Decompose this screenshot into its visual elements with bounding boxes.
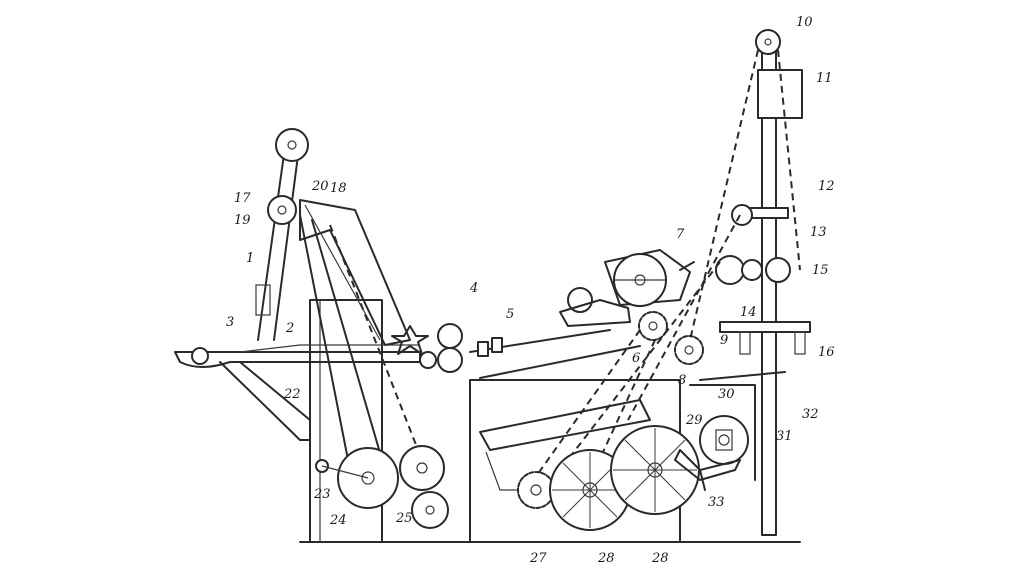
label-17: 17 [234, 191, 251, 206]
label-13: 13 [810, 225, 827, 240]
feed-table [174, 351, 421, 368]
label-14: 14 [740, 305, 757, 320]
label-33: 33 [708, 495, 725, 510]
label-5: 5 [506, 307, 514, 322]
bar-16 [719, 321, 811, 333]
label-8: 8 [678, 373, 686, 388]
wheel-30 [699, 415, 749, 465]
label-2: 2 [285, 321, 294, 336]
label-10: 10 [796, 15, 813, 30]
label-3: 3 [226, 315, 234, 330]
label-28b: 28 [651, 551, 669, 566]
label-16: 16 [818, 345, 835, 360]
label-4: 4 [469, 281, 478, 296]
gear-27 [517, 471, 555, 509]
label-23: 23 [313, 487, 331, 502]
pulley-17-19 [267, 195, 297, 225]
collar-12 [747, 207, 789, 219]
gear-8 [674, 335, 704, 365]
diagram-labels: 1 2 3 4 5 6 7 8 9 10 11 12 13 14 15 16 1… [226, 15, 835, 566]
label-28a: 28 [597, 551, 615, 566]
label-19: 19 [234, 213, 251, 228]
top-left-pulley [275, 128, 309, 162]
label-7: 7 [676, 227, 685, 242]
pulley-10 [755, 29, 781, 55]
label-9: 9 [720, 333, 728, 348]
pulley-13 [731, 204, 753, 226]
label-22: 22 [283, 387, 301, 402]
pulley-15 [765, 257, 791, 283]
label-6: 6 [632, 351, 640, 366]
pulley-14 [715, 255, 745, 285]
label-11: 11 [816, 71, 833, 86]
label-24: 24 [329, 513, 347, 528]
label-12: 12 [818, 179, 835, 194]
roller-4b [437, 347, 463, 373]
label-32: 32 [802, 407, 819, 422]
label-18: 18 [330, 181, 347, 196]
label-30: 30 [718, 387, 735, 402]
star-wheel [391, 325, 429, 355]
belt-dashed-2 [777, 49, 801, 271]
label-29: 29 [685, 413, 703, 428]
label-15: 15 [812, 263, 829, 278]
pulley-upper-right [399, 445, 445, 491]
label-20: 20 [311, 179, 329, 194]
inclined-arm [299, 199, 411, 346]
label-27: 27 [529, 551, 547, 566]
belt-dashed-1 [689, 49, 759, 341]
label-1: 1 [246, 251, 254, 266]
roller-4a [437, 323, 463, 349]
lever-housing [479, 399, 651, 451]
gear-6 [638, 311, 668, 341]
assembly-7-housing [604, 249, 691, 306]
table-support [219, 361, 311, 441]
pulley-25 [411, 491, 449, 529]
label-31: 31 [776, 429, 793, 444]
label-25: 25 [395, 511, 413, 526]
